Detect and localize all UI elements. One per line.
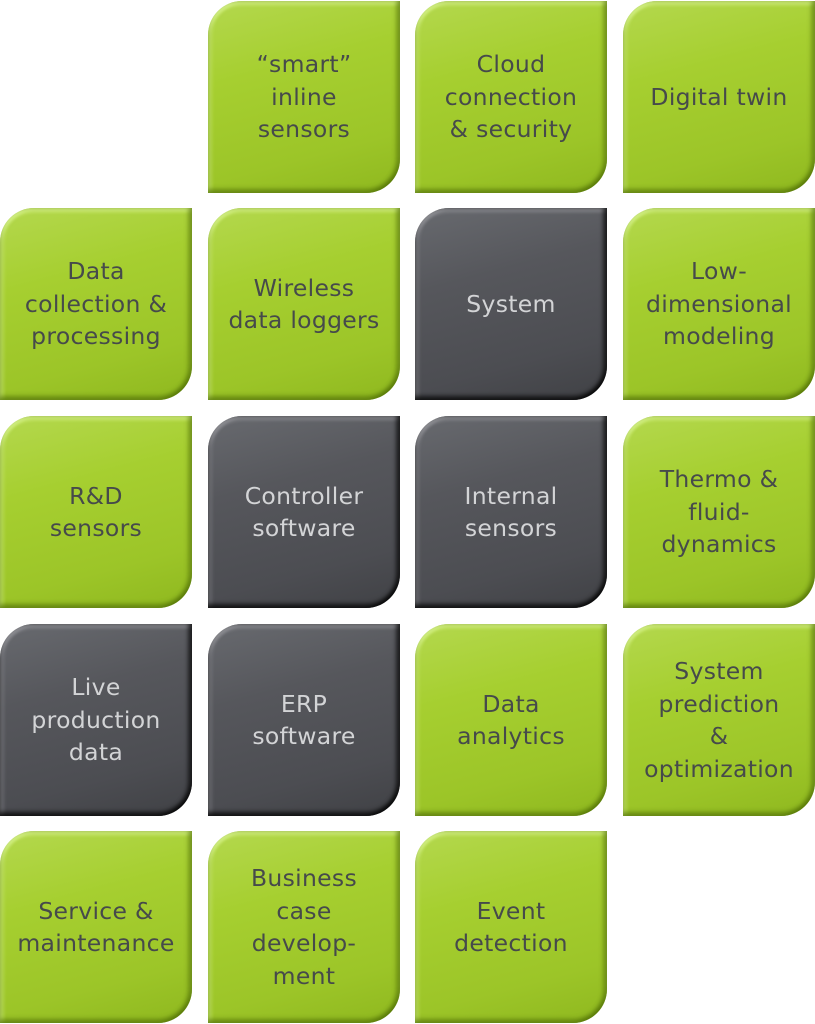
tile-digital-twin: Digital twin <box>623 1 815 193</box>
tile-label: Low- dimensional modeling <box>646 257 792 351</box>
tile-label: System prediction & optimization <box>644 657 794 783</box>
tile-label: R&D sensors <box>49 481 143 543</box>
tile-business-case-development: Business case develop- ment <box>208 831 400 1023</box>
tile-system-prediction-optimization: System prediction & optimization <box>623 624 815 816</box>
tile-label: Live production data <box>31 673 161 767</box>
tile-label: Cloud connection & security <box>444 50 578 144</box>
tile-label: Service & maintenance <box>17 896 175 958</box>
tile-label: Event detection <box>454 896 568 958</box>
tile-label: Controller software <box>244 481 364 543</box>
tile-erp-software: ERP software <box>208 624 400 816</box>
tile-controller-software: Controller software <box>208 416 400 608</box>
tile-data-analytics: Data analytics <box>415 624 607 816</box>
tile-label: Digital twin <box>650 82 788 111</box>
tile-internal-sensors: Internal sensors <box>415 416 607 608</box>
tile-label: Business case develop- ment <box>250 864 358 990</box>
tile-label: Data analytics <box>457 689 565 751</box>
tile-label: Data collection & processing <box>24 257 168 351</box>
tile-label: Internal sensors <box>464 481 558 543</box>
tile-cloud-connection-security: Cloud connection & security <box>415 1 607 193</box>
tile-label: “smart” inline sensors <box>256 50 352 144</box>
tile-rd-sensors: R&D sensors <box>0 416 192 608</box>
tile-service-maintenance: Service & maintenance <box>0 831 192 1023</box>
tile-label: ERP software <box>252 689 356 751</box>
tile-data-collection-processing: Data collection & processing <box>0 208 192 400</box>
tile-live-production-data: Live production data <box>0 624 192 816</box>
tile-smart-inline-sensors: “smart” inline sensors <box>208 1 400 193</box>
tile-label: System <box>466 289 556 318</box>
tile-label: Wireless data loggers <box>228 273 380 335</box>
tile-low-dimensional-modeling: Low- dimensional modeling <box>623 208 815 400</box>
tile-wireless-data-loggers: Wireless data loggers <box>208 208 400 400</box>
tile-label: Thermo & fluid- dynamics <box>659 465 779 559</box>
tile-event-detection: Event detection <box>415 831 607 1023</box>
tile-thermo-fluid-dynamics: Thermo & fluid- dynamics <box>623 416 815 608</box>
tile-system: System <box>415 208 607 400</box>
